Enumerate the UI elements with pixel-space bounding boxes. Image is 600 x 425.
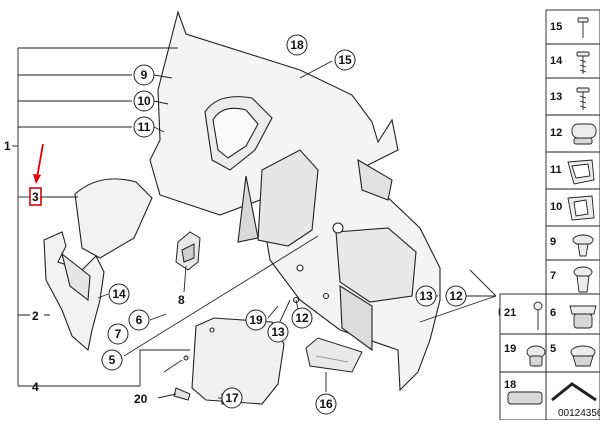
pin-21-icon bbox=[533, 301, 543, 330]
callout-label: 19 bbox=[249, 313, 263, 327]
callout-circle bbox=[286, 34, 308, 56]
pad-18-icon bbox=[507, 391, 543, 405]
callout-circle bbox=[415, 285, 437, 307]
callout-group: 18 15 9 10 11 14 67 5 19 13 12 13 12 21 17 16 bbox=[101, 34, 520, 415]
sidebar-part-number: 12 bbox=[550, 127, 562, 139]
callout-label: 16 bbox=[319, 397, 333, 411]
fastener-sidebar: 15 14 13 12 11 10 9 7 21 6 19 5 18 bbox=[499, 9, 600, 421]
pushpin-9-icon bbox=[572, 234, 594, 257]
callout-circle bbox=[133, 90, 155, 112]
sidebar-part-number: 11 bbox=[550, 164, 562, 176]
screw-14-icon bbox=[576, 51, 590, 74]
callout-circle bbox=[108, 283, 130, 305]
callout-label: 13 bbox=[271, 325, 285, 339]
red-arrow-icon bbox=[33, 143, 44, 184]
sidebar-part-number: 18 bbox=[504, 379, 516, 391]
sidebar-part-number: 14 bbox=[550, 55, 563, 67]
part-16-label bbox=[305, 337, 363, 373]
callout-circle bbox=[291, 307, 313, 329]
callout-label: 10 bbox=[137, 94, 151, 108]
callout-label: 6 bbox=[136, 313, 143, 327]
label-8: 8 bbox=[178, 293, 185, 307]
callout-circle bbox=[315, 393, 337, 415]
label-4: 4 bbox=[32, 380, 39, 394]
callout-circle bbox=[107, 323, 129, 345]
part-3-panel bbox=[74, 178, 153, 259]
label-3: 3 bbox=[32, 190, 39, 204]
sidebar-part-number: 6 bbox=[550, 307, 556, 319]
callout-label: 7 bbox=[115, 327, 122, 341]
sidebar-part-number: 9 bbox=[550, 236, 556, 248]
cap-19-icon bbox=[526, 345, 546, 367]
callout-label: 12 bbox=[449, 289, 463, 303]
callout-circle bbox=[133, 64, 155, 86]
sidebar-labels: 15 14 13 12 11 10 9 7 21 6 19 5 18 bbox=[504, 21, 563, 391]
plain-label-group: 1 3 2 4 8 20 bbox=[4, 139, 185, 406]
rivet-7-icon bbox=[573, 266, 593, 293]
screw-15-icon bbox=[577, 17, 589, 38]
label-1: 1 bbox=[4, 139, 11, 153]
grommet-12-icon bbox=[571, 123, 597, 145]
part-20-screw bbox=[173, 355, 191, 401]
part-8-bracket bbox=[175, 231, 201, 271]
label-2: 2 bbox=[32, 309, 39, 323]
arrow-glyph-icon bbox=[551, 382, 597, 402]
callout-circle bbox=[133, 116, 155, 138]
callout-circle bbox=[101, 349, 123, 371]
sidebar-part-number: 7 bbox=[550, 270, 556, 282]
sidebar-part-number: 5 bbox=[550, 343, 556, 355]
part-2-trim bbox=[43, 231, 105, 352]
callout-label: 12 bbox=[295, 311, 309, 325]
nut-6-icon bbox=[569, 305, 597, 329]
part-17-flap bbox=[191, 317, 285, 405]
callout-label: 17 bbox=[225, 391, 239, 405]
sidebar-part-number: 10 bbox=[550, 201, 562, 213]
callout-label: 5 bbox=[109, 353, 116, 367]
leader-lines bbox=[12, 47, 497, 399]
callout-label: 14 bbox=[112, 287, 126, 301]
cap-5-icon bbox=[570, 345, 596, 367]
callout-circle bbox=[128, 309, 150, 331]
clip-10-icon bbox=[567, 195, 595, 221]
callout-label: 11 bbox=[138, 120, 151, 134]
callout-circle bbox=[245, 309, 267, 331]
callout-label: 15 bbox=[338, 53, 352, 67]
sidebar-part-number: 21 bbox=[504, 307, 516, 319]
sidebar-part-number: 19 bbox=[504, 343, 516, 355]
sidebar-part-number: 13 bbox=[550, 91, 562, 103]
label-20: 20 bbox=[134, 392, 148, 406]
callout-label: 13 bbox=[419, 289, 433, 303]
document-id: 00124356 bbox=[558, 408, 600, 419]
callout-label: 9 bbox=[141, 68, 148, 82]
clip-11-icon bbox=[567, 159, 595, 185]
callout-circle bbox=[267, 321, 289, 343]
callout-circle bbox=[445, 285, 467, 307]
label-3-highlight: 3 bbox=[29, 187, 42, 206]
sidebar-part-number: 15 bbox=[550, 21, 562, 33]
callout-label: 18 bbox=[290, 38, 304, 52]
callout-circle bbox=[334, 49, 356, 71]
screw-13-icon bbox=[576, 87, 590, 110]
side-trim-panel bbox=[149, 10, 441, 392]
callout-circle bbox=[221, 387, 243, 409]
